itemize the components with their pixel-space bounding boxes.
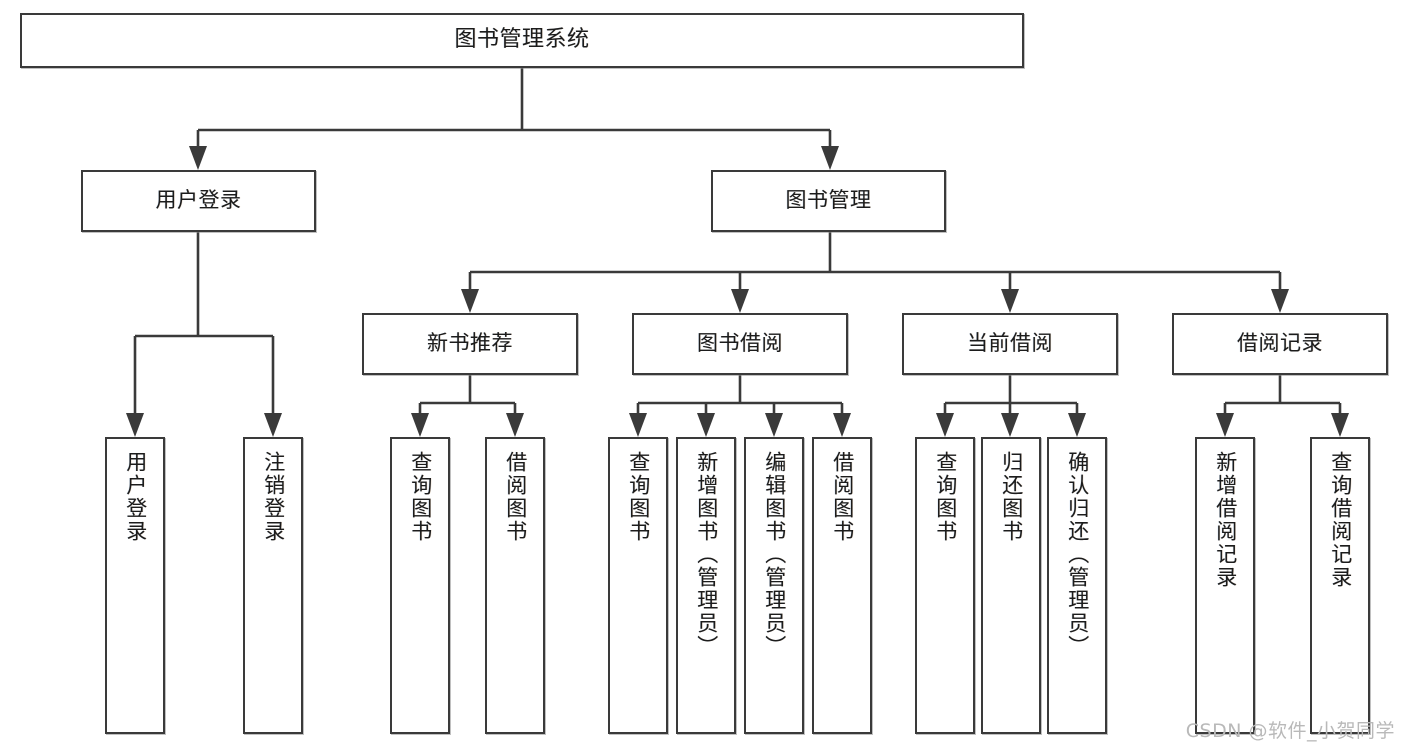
arrow-to-current-borrow [1001, 289, 1019, 313]
leaf-borrow-record-add-record[interactable]: 新增借阅记录 [1195, 437, 1255, 734]
node-label: 新增借阅记录 [1213, 451, 1238, 589]
arrow-to-book-borrow [731, 289, 749, 313]
leaf-current-borrow-confirm-return-admin[interactable]: 确认归还（管理员） [1047, 437, 1107, 734]
node-label: 图书管理系统 [454, 27, 590, 53]
node-label: 当前借阅 [967, 331, 1053, 356]
node-label: 新书推荐 [427, 331, 513, 356]
csdn-watermark: CSDN @软件_小贺同学 [1185, 720, 1395, 742]
arrow-book-borrow-leaf1 [629, 413, 647, 437]
arrow-to-new-book [461, 289, 479, 313]
leaf-new-book-query-books[interactable]: 查询图书 [390, 437, 450, 734]
node-label: 查询图书 [408, 451, 433, 543]
node-label: 确认归还（管理员） [1065, 451, 1090, 658]
node-label: 编辑图书（管理员） [762, 451, 787, 658]
arrow-book-borrow-leaf3 [765, 413, 783, 437]
node-label: 用户登录 [123, 451, 148, 543]
node-label: 借阅图书 [830, 451, 855, 543]
node-label: 图书管理 [785, 188, 872, 213]
node-borrow-record[interactable]: 借阅记录 [1172, 313, 1388, 375]
arrow-to-borrow-record [1271, 289, 1289, 313]
leaf-book-borrow-borrow-books[interactable]: 借阅图书 [812, 437, 872, 734]
leaf-current-borrow-return-books[interactable]: 归还图书 [981, 437, 1041, 734]
arrow-new-book-leaf1 [411, 413, 429, 437]
leaf-book-borrow-query-books[interactable]: 查询图书 [608, 437, 668, 734]
leaf-borrow-record-query-record[interactable]: 查询借阅记录 [1310, 437, 1370, 734]
node-root-book-management-system[interactable]: 图书管理系统 [20, 13, 1024, 68]
leaf-user-login-login[interactable]: 用户登录 [105, 437, 165, 734]
leaf-user-login-logout[interactable]: 注销登录 [243, 437, 303, 734]
node-label: 图书借阅 [697, 331, 783, 356]
arrow-book-borrow-leaf2 [697, 413, 715, 437]
node-current-borrow[interactable]: 当前借阅 [902, 313, 1118, 375]
node-user-login[interactable]: 用户登录 [81, 170, 316, 232]
node-label: 注销登录 [261, 451, 286, 543]
node-new-book-recommend[interactable]: 新书推荐 [362, 313, 578, 375]
node-label: 查询图书 [933, 451, 958, 543]
arrow-new-book-leaf2 [506, 413, 524, 437]
node-label: 查询图书 [626, 451, 651, 543]
leaf-current-borrow-query-books[interactable]: 查询图书 [915, 437, 975, 734]
arrow-user-login-leaf1 [126, 413, 144, 437]
arrow-current-borrow-leaf1 [936, 413, 954, 437]
arrow-book-borrow-leaf4 [833, 413, 851, 437]
arrow-borrow-record-leaf2 [1331, 413, 1349, 437]
leaf-book-borrow-add-book-admin[interactable]: 新增图书（管理员） [676, 437, 736, 734]
arrow-user-login-leaf2 [264, 413, 282, 437]
node-book-management[interactable]: 图书管理 [711, 170, 946, 232]
arrow-current-borrow-leaf3 [1068, 413, 1086, 437]
arrow-root-to-book-manage [821, 146, 839, 170]
leaf-new-book-borrow-books[interactable]: 借阅图书 [485, 437, 545, 734]
node-label: 新增图书（管理员） [694, 451, 719, 658]
leaf-book-borrow-edit-book-admin[interactable]: 编辑图书（管理员） [744, 437, 804, 734]
node-label: 用户登录 [155, 188, 242, 213]
arrow-borrow-record-leaf1 [1216, 413, 1234, 437]
node-label: 借阅图书 [503, 451, 528, 543]
arrow-current-borrow-leaf2 [1001, 413, 1019, 437]
node-label: 归还图书 [999, 451, 1024, 543]
node-label: 查询借阅记录 [1328, 451, 1353, 589]
arrow-root-to-user-login [189, 146, 207, 170]
node-book-borrow[interactable]: 图书借阅 [632, 313, 848, 375]
node-label: 借阅记录 [1237, 331, 1323, 356]
